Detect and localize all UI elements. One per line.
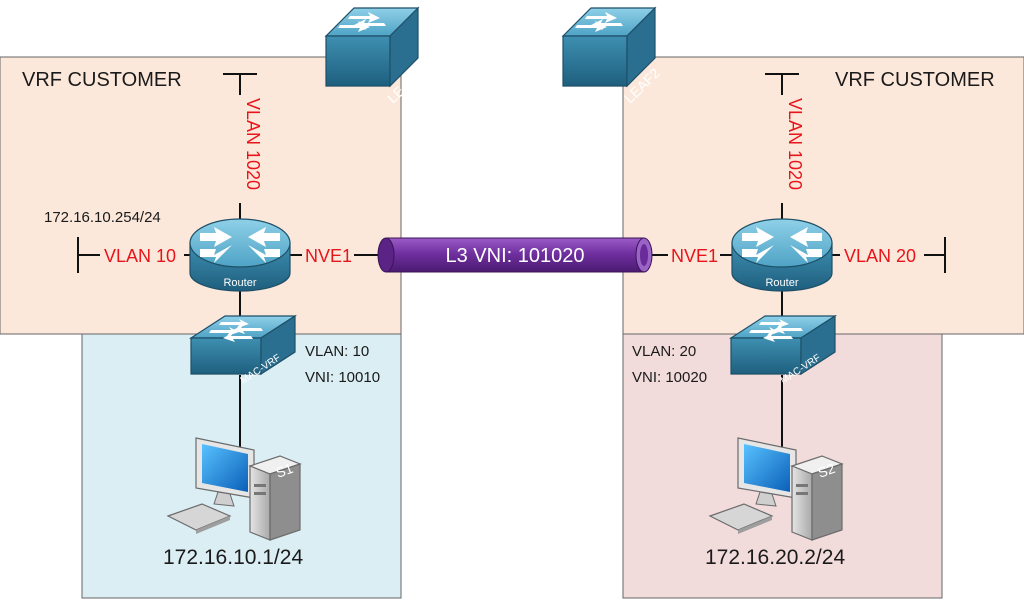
router-label-left: Router xyxy=(223,277,256,289)
access-vlan-label-right: VLAN 20 xyxy=(844,246,916,266)
gateway-ip-left: 172.16.10.254/24 xyxy=(44,209,161,226)
nve-label-bg-left xyxy=(302,244,354,266)
router-label-right: Router xyxy=(765,277,798,289)
nve-label-bg-right xyxy=(668,244,720,266)
vrf-box-left xyxy=(0,56,402,335)
trunk-vlan-label-bg-left xyxy=(229,95,251,203)
host-name-right: S2 xyxy=(816,460,838,481)
l3-vni-tunnel: L3 VNI: 101020 xyxy=(377,237,653,273)
host-pc-icon-right[interactable]: S2 xyxy=(709,437,843,541)
trunk-vlan-label-left: VLAN 1020 xyxy=(243,98,263,190)
vrf-box-right xyxy=(622,56,1024,335)
nve-label-right: NVE1 xyxy=(671,246,718,266)
host-pc-icon-left[interactable]: S1 xyxy=(167,437,301,541)
router-icon-right[interactable]: Router xyxy=(731,218,833,292)
host-ip-right: 172.16.20.2/24 xyxy=(705,546,845,569)
host-name-left: S1 xyxy=(274,460,296,481)
vlan-info-right: VLAN: 20 xyxy=(632,343,696,360)
router-icon-left[interactable]: Router xyxy=(189,218,291,292)
access-vlan-label-left: VLAN 10 xyxy=(104,246,176,266)
vrf-label-left: VRF CUSTOMER xyxy=(22,69,182,91)
vni-info-left: VNI: 10010 xyxy=(305,369,380,386)
trunk-vlan-label-bg-right xyxy=(771,95,793,203)
host-ip-left: 172.16.10.1/24 xyxy=(163,546,303,569)
nve-label-left: NVE1 xyxy=(305,246,352,266)
vrf-label-right: VRF CUSTOMER xyxy=(835,69,995,91)
l3-vni-label: L3 VNI: 101020 xyxy=(446,245,585,267)
vlan-info-left: VLAN: 10 xyxy=(305,343,369,360)
access-vlan-label-bg-left xyxy=(100,244,184,266)
access-vlan-label-bg-right xyxy=(840,244,924,266)
vni-info-right: VNI: 10020 xyxy=(632,369,707,386)
trunk-vlan-label-right: VLAN 1020 xyxy=(785,98,805,190)
